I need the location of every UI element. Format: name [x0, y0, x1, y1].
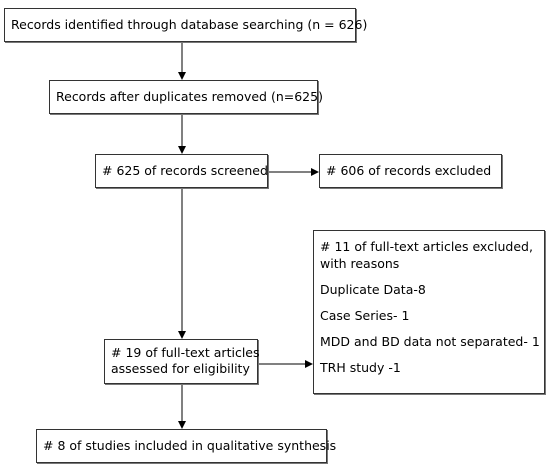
records-excluded-label: # 606 of records excluded: [326, 163, 492, 178]
records-excluded-box: # 606 of records excluded: [319, 154, 502, 188]
duplicates-removed-box: Records after duplicates removed (n=625): [49, 80, 323, 114]
records-screened-label: # 625 of records screened: [102, 163, 268, 178]
assessed-eligibility-box: # 19 of full-text articles assessed for …: [104, 339, 260, 384]
exclusion-reason: Duplicate Data-8: [320, 282, 426, 297]
studies-included-box: # 8 of studies included in qualitative s…: [36, 429, 337, 463]
fulltext-excluded-header-line1: # 11 of full-text articles excluded,: [320, 239, 533, 254]
fulltext-excluded-header-line2: with reasons: [320, 256, 400, 271]
identified-records-label: Records identified through database sear…: [11, 17, 368, 32]
exclusion-reason: Case Series- 1: [320, 308, 410, 323]
exclusion-reason: MDD and BD data not separated- 1: [320, 334, 540, 349]
assessed-eligibility-line2: assessed for eligibility: [111, 361, 250, 376]
studies-included-label: # 8 of studies included in qualitative s…: [43, 438, 337, 453]
duplicates-removed-label: Records after duplicates removed (n=625): [56, 89, 323, 104]
fulltext-excluded-box: # 11 of full-text articles excluded, wit…: [313, 230, 545, 394]
assessed-eligibility-line1: # 19 of full-text articles: [111, 345, 260, 360]
identified-records-box: Records identified through database sear…: [4, 8, 368, 42]
exclusion-reason: TRH study -1: [320, 360, 401, 375]
records-screened-box: # 625 of records screened: [95, 154, 268, 188]
